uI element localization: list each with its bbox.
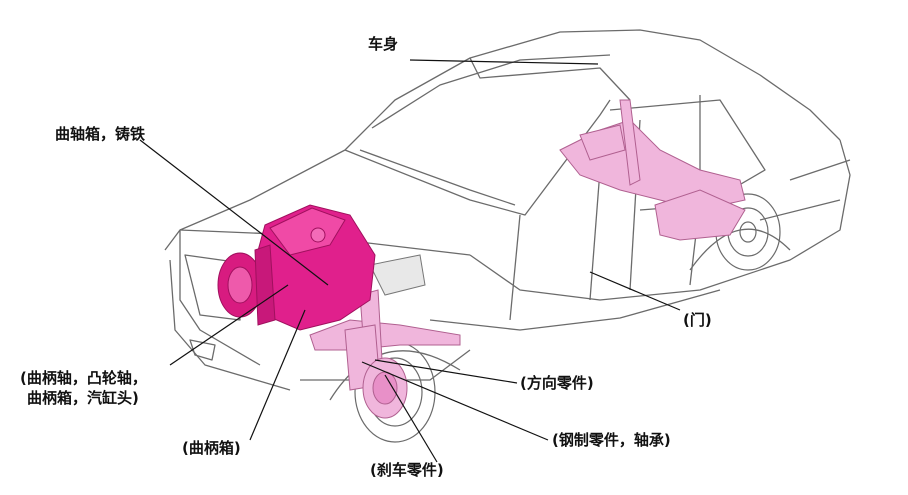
label-crank-cam-head-line2: 曲柄箱，汽缸头) [27, 389, 139, 407]
front-suspension [309, 289, 461, 419]
engine-block [217, 204, 376, 331]
transmission [369, 254, 426, 296]
leader-crankcase-iron [139, 139, 329, 286]
rear-suspension [559, 99, 746, 241]
car-body-outline [164, 29, 851, 401]
label-steering-parts: (方向零件) [520, 374, 594, 392]
leader-steel-parts [361, 361, 549, 441]
label-crankcase: (曲柄箱) [182, 439, 241, 457]
label-crankcase-iron: 曲轴箱，铸铁 [55, 125, 146, 143]
leader-crank-cam-head [169, 284, 289, 366]
label-body: 车身 [368, 35, 399, 53]
label-crank-cam-head-line1: (曲柄轴，凸轮轴， [20, 369, 147, 387]
label-brake-parts: (刹车零件) [370, 461, 444, 479]
label-door: (门) [683, 311, 712, 329]
leader-body [409, 59, 599, 65]
leader-lines [139, 59, 681, 463]
leader-steering-parts [374, 359, 518, 384]
leader-crankcase [249, 309, 306, 441]
leader-brake-parts [384, 374, 438, 463]
leader-door [589, 271, 681, 311]
label-steel-parts-bearing: (钢制零件，轴承) [552, 431, 671, 449]
